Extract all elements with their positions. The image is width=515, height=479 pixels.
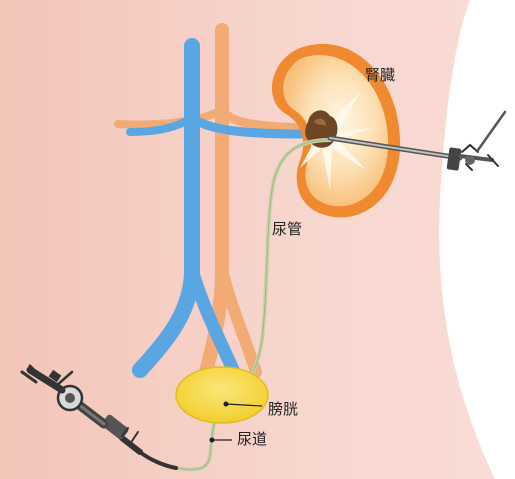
bladder-label: 膀胱 [268, 402, 298, 417]
urethra-label: 尿道 [237, 432, 267, 447]
kidney-label: 腎臓 [365, 68, 395, 83]
ureter-label: 尿管 [272, 222, 302, 237]
bladder [176, 367, 268, 423]
